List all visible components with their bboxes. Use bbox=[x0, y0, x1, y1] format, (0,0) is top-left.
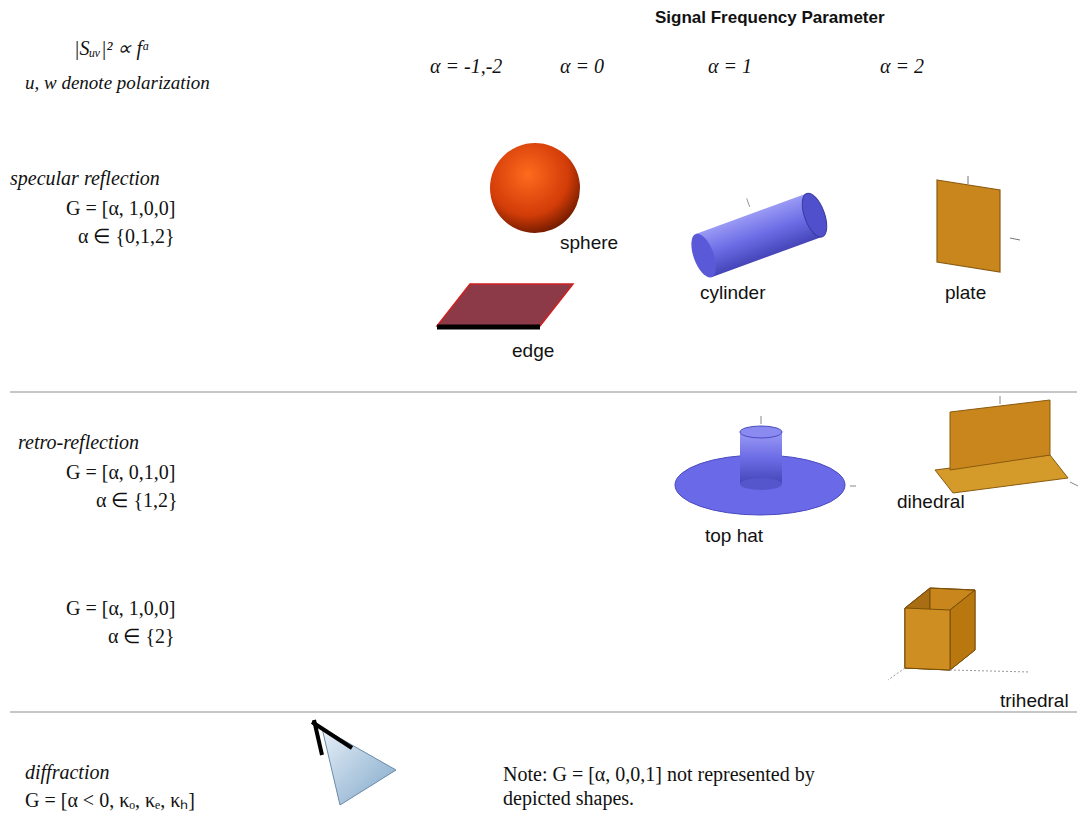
wedge-shape bbox=[312, 720, 396, 805]
row-label: retro-reflection bbox=[18, 430, 139, 454]
edge-shape bbox=[437, 284, 573, 326]
column-label: α = 1 bbox=[708, 54, 752, 78]
formula: G = [α, 1,0,0] bbox=[66, 196, 176, 220]
cylinder-shape bbox=[681, 175, 832, 280]
row-label: specular reflection bbox=[10, 166, 160, 190]
column-heading: Signal Frequency Parameter bbox=[655, 8, 885, 28]
shape-label: sphere bbox=[560, 232, 618, 255]
shape-label: top hat bbox=[705, 525, 763, 548]
column-label: α = 0 bbox=[560, 54, 604, 78]
dihedral-shape bbox=[935, 396, 1078, 493]
shape-label: cylinder bbox=[700, 282, 765, 305]
note-text: Note: G = [α, 0,0,1] not represented by … bbox=[503, 762, 833, 810]
formula: G = [α, 1,0,0] bbox=[66, 596, 176, 620]
shape-label: edge bbox=[512, 340, 554, 363]
tophat-shape bbox=[675, 416, 856, 515]
shape-label: dihedral bbox=[897, 491, 965, 514]
column-label: α = -1,-2 bbox=[430, 54, 502, 78]
note-text: u, w denote polarization bbox=[25, 72, 210, 95]
plate-shape bbox=[937, 180, 1000, 272]
formula: |Sᵤᵥ|² ∝ fᵅ bbox=[74, 36, 150, 60]
formula: α ∈ {1,2} bbox=[96, 488, 178, 512]
formula: G = [α, 0,1,0] bbox=[66, 460, 176, 484]
column-label: α = 2 bbox=[880, 54, 924, 78]
shape-label: plate bbox=[945, 282, 986, 305]
formula: α ∈ {2} bbox=[108, 624, 175, 648]
formula: α ∈ {0,1,2} bbox=[78, 224, 175, 248]
shape-label: trihedral bbox=[1000, 690, 1069, 713]
sphere-shape bbox=[490, 143, 580, 233]
formula: G = [α < 0, κₒ, κₑ, κₕ] bbox=[25, 788, 195, 812]
trihedral-shape bbox=[888, 588, 1030, 680]
row-label: diffraction bbox=[25, 760, 109, 784]
